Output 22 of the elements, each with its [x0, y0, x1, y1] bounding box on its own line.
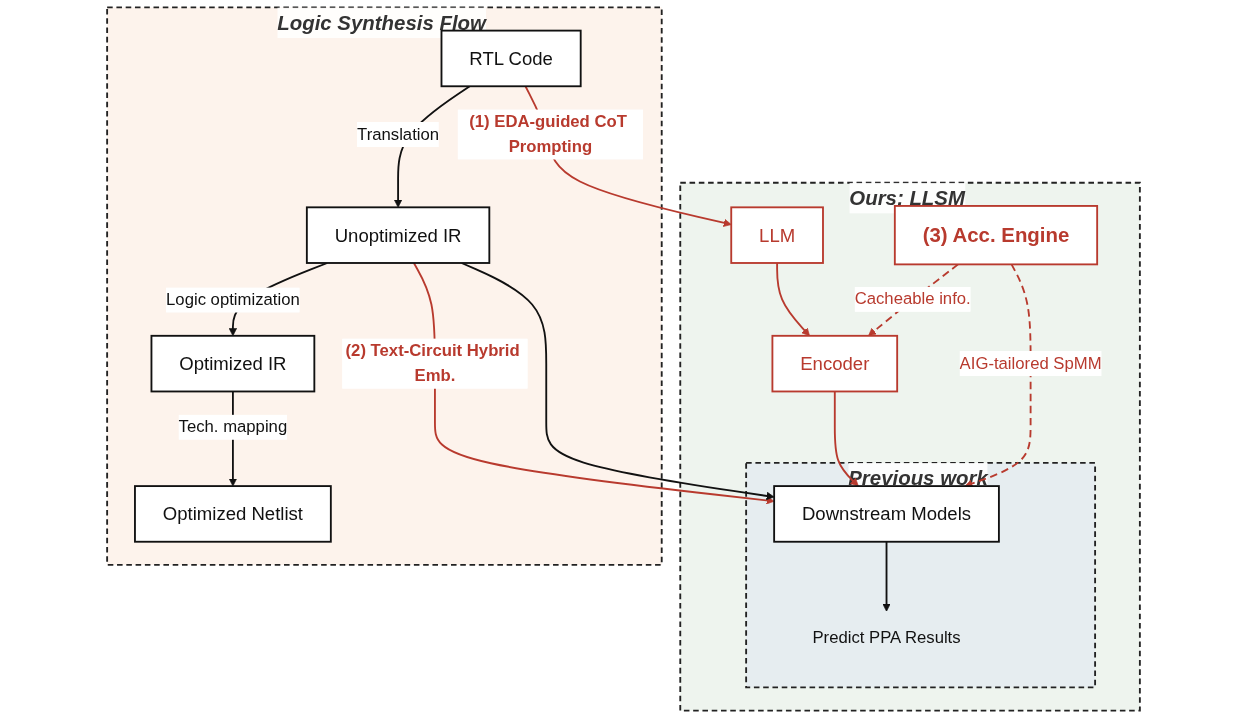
- node-box: Encoder: [771, 334, 899, 393]
- arrow: [776, 262, 810, 337]
- edge-label: Logic optimization: [166, 290, 300, 309]
- node-text: Predict PPA Results: [812, 628, 961, 647]
- node-box: (3) Acc. Engine: [893, 205, 1099, 266]
- edge-label: Cacheable info.: [854, 289, 971, 309]
- arrow: [412, 262, 775, 505]
- node-box: Unoptimized IR: [305, 206, 491, 264]
- arrow: [460, 262, 775, 500]
- node-box: Downstream Models: [773, 485, 1000, 543]
- node-box: Optimized Netlist: [134, 485, 332, 543]
- edge-label: Translation: [357, 124, 440, 144]
- edge-label: Tech. mapping: [178, 417, 288, 436]
- arrow: [964, 263, 1032, 488]
- node-box: Optimized IR: [150, 334, 316, 393]
- edge-label: (2) Text-Circuit Hybrid Emb.: [345, 341, 520, 385]
- node-box: LLM: [730, 206, 824, 264]
- node-box: RTL Code: [440, 29, 582, 88]
- arrow: [833, 390, 859, 487]
- arrow: [882, 540, 891, 612]
- edge-label: AIG-tailored SpMM: [959, 353, 1102, 373]
- edge-label: (1) EDA-guided CoT Prompting: [469, 112, 627, 156]
